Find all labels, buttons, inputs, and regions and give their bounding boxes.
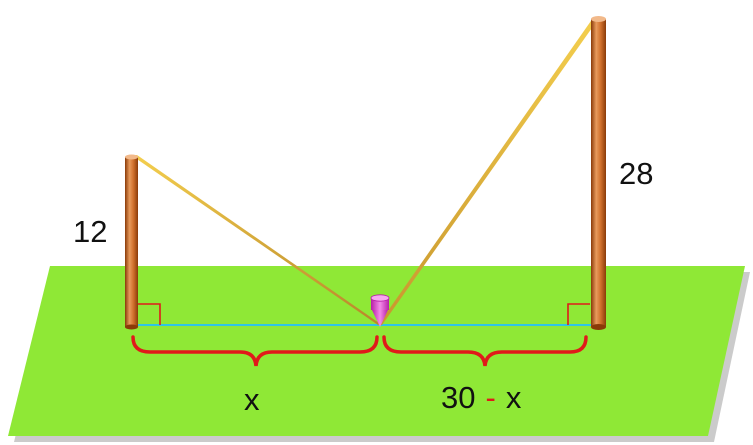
left-distance-label: x <box>244 382 260 417</box>
right-angle-mark-right <box>567 303 590 325</box>
right-brace <box>382 335 588 367</box>
right-wire <box>378 18 599 325</box>
left-height-label: 12 <box>73 214 107 249</box>
right-angle-mark-left <box>138 303 161 325</box>
left-brace <box>131 335 379 367</box>
left-pole <box>125 154 138 330</box>
right-distance-var: x <box>506 380 522 415</box>
right-height-label: 28 <box>619 156 653 191</box>
right-distance-number: 30 <box>441 380 475 415</box>
ground-plane <box>8 266 745 436</box>
right-pole <box>591 16 606 330</box>
left-wire <box>131 155 382 325</box>
right-distance-label: 30-x <box>441 380 522 415</box>
right-distance-minus: - <box>485 380 495 415</box>
stake-icon <box>370 294 390 327</box>
